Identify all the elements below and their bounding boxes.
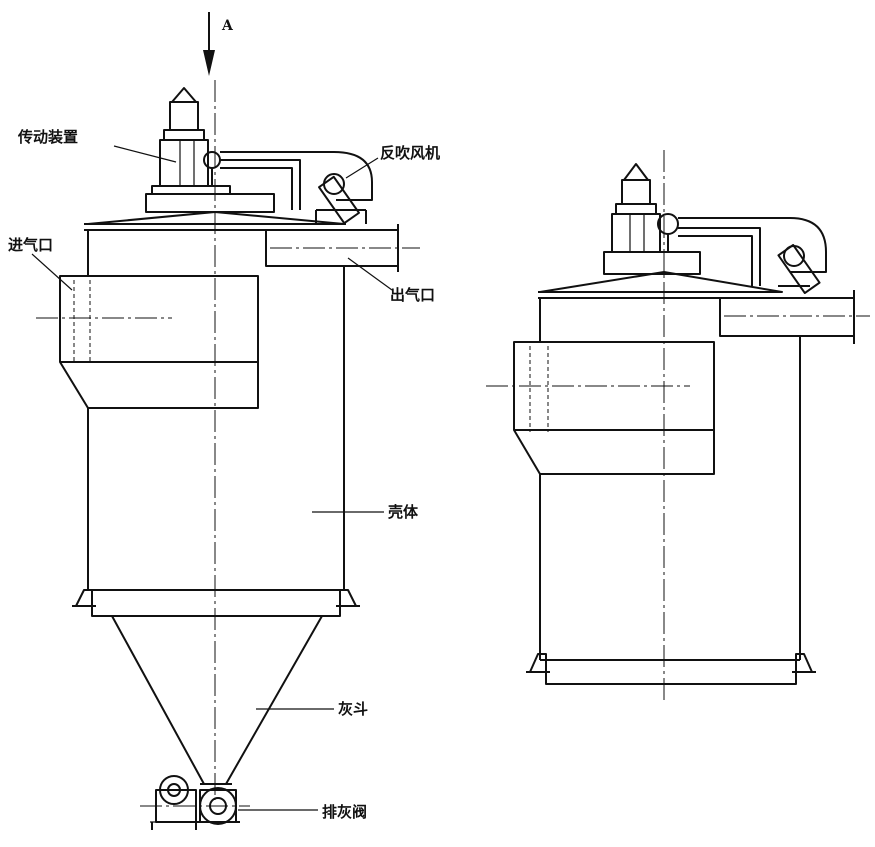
label-outlet: 出气口 [390,286,435,304]
view-arrow-a: A [203,12,234,76]
label-shell: 壳体 [387,503,419,521]
side-drive-device [603,163,701,275]
reverse-blower [220,151,373,225]
side-view [486,150,870,700]
shell-body [87,230,345,591]
label-ash-valve: 排灰阀 [322,803,367,821]
roof-cone [87,211,345,225]
ash-discharge-valve [140,775,250,830]
label-reverse-blower: 反吹风机 [380,144,440,162]
drive-device [145,87,275,213]
ash-hopper [111,615,323,785]
side-inlet-box [486,341,715,475]
side-reverse-blower [678,217,827,295]
inlet-box [36,275,259,409]
side-support-feet [526,653,816,673]
outlet-duct [265,224,420,272]
leader-lines [31,145,393,811]
front-view: A [8,12,440,830]
label-ash-hopper: 灰斗 [338,700,368,718]
support-feet [72,589,360,607]
side-bottom-ring [545,659,797,685]
side-shell [539,298,801,661]
side-outlet-duct [719,290,870,344]
label-inlet: 进气口 [8,236,53,254]
hopper-ring [91,589,341,617]
label-drive-device: 传动装置 [17,128,78,146]
view-arrow-label: A [221,18,234,34]
